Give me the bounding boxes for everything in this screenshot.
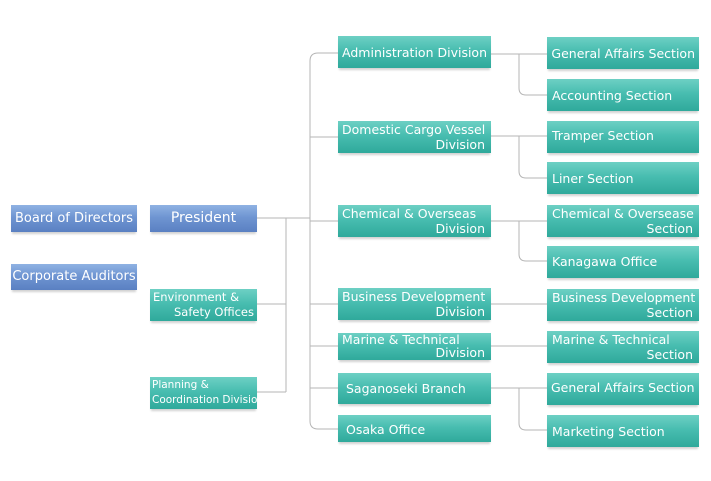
tramper-section-box: Tramper Section <box>547 121 699 153</box>
marketing-section-box: Marketing Section <box>547 415 699 447</box>
general-affairs-section-1-box: General Affairs Section <box>547 37 699 69</box>
planning-coordination-line-2: Coordination Division <box>152 393 265 406</box>
corporate-auditors-box: Corporate Auditors <box>11 264 137 290</box>
connector-liner <box>518 136 547 179</box>
administration-division-box: Administration Division <box>338 36 491 68</box>
board-of-directors-box: Board of Directors <box>11 205 137 232</box>
chemical-overseas-division-line-1: Chemical & Overseas <box>342 206 477 221</box>
saganoseki-branch-box: Saganoseki Branch <box>338 373 491 404</box>
business-development-division-box: Business Development Division <box>338 288 491 320</box>
domestic-cargo-division-line-2: Division <box>435 137 485 152</box>
connector-division-trunk <box>309 52 319 430</box>
accounting-section-box: Accounting Section <box>547 79 699 111</box>
chemical-oversease-section-line-1: Chemical & Oversease <box>552 206 694 221</box>
chemical-overseas-division-line-2: Division <box>435 221 485 236</box>
business-development-section-box: Business Development Section <box>547 289 699 321</box>
marine-technical-division-line-2: Division <box>435 344 485 360</box>
domestic-cargo-division-box: Domestic Cargo Vessel Division <box>338 121 491 153</box>
business-development-division-line-1: Business Development <box>342 289 486 304</box>
planning-coordination-line-1: Planning & <box>152 379 209 391</box>
general-affairs-section-2-box: General Affairs Section <box>547 373 699 405</box>
board-of-directors-label: Board of Directors <box>15 211 133 226</box>
liner-section-box: Liner Section <box>547 162 699 194</box>
marine-technical-division-line-1: Marine & Technical <box>342 332 460 347</box>
connector-accounting <box>518 54 547 96</box>
kanagawa-office-box: Kanagawa Office <box>547 246 699 278</box>
connector-marketing <box>518 388 547 431</box>
chemical-oversease-section-line-2: Section <box>646 221 693 236</box>
environment-safety-box: Environment & Safety Offices <box>150 289 257 321</box>
kanagawa-office-label: Kanagawa Office <box>552 254 658 269</box>
accounting-section-label: Accounting Section <box>552 88 673 103</box>
liner-section-label: Liner Section <box>552 171 634 186</box>
connector-kanagawa <box>518 221 547 262</box>
general-affairs-section-1-label: General Affairs Section <box>551 46 695 61</box>
marine-technical-section-line-1: Marine & Technical <box>552 332 670 347</box>
administration-division-label: Administration Division <box>342 45 487 60</box>
environment-safety-line-1: Environment & <box>153 290 240 304</box>
president-label: President <box>170 210 237 226</box>
saganoseki-branch-label: Saganoseki Branch <box>346 381 466 396</box>
planning-coordination-box: Planning & Coordination Division <box>150 377 265 409</box>
general-affairs-section-2-label: General Affairs Section <box>551 380 695 395</box>
marine-technical-section-line-2: Section <box>646 347 693 362</box>
chemical-overseas-division-box: Chemical & Overseas Division <box>338 205 491 237</box>
business-development-division-line-2: Division <box>435 304 485 319</box>
marketing-section-label: Marketing Section <box>552 424 665 439</box>
chemical-oversease-section-box: Chemical & Oversease Section <box>547 205 699 237</box>
business-development-section-line-1: Business Development <box>552 290 696 305</box>
corporate-auditors-label: Corporate Auditors <box>12 269 136 284</box>
marine-technical-division-box: Marine & Technical Division <box>338 333 491 360</box>
business-development-section-line-2: Section <box>646 305 693 320</box>
osaka-office-box: Osaka Office <box>338 415 491 442</box>
marine-technical-section-box: Marine & Technical Section <box>547 331 699 363</box>
osaka-office-label: Osaka Office <box>346 422 426 437</box>
president-box: President <box>150 205 257 232</box>
domestic-cargo-division-line-1: Domestic Cargo Vessel <box>342 122 486 137</box>
environment-safety-line-2: Safety Offices <box>173 304 254 319</box>
tramper-section-label: Tramper Section <box>552 128 654 143</box>
